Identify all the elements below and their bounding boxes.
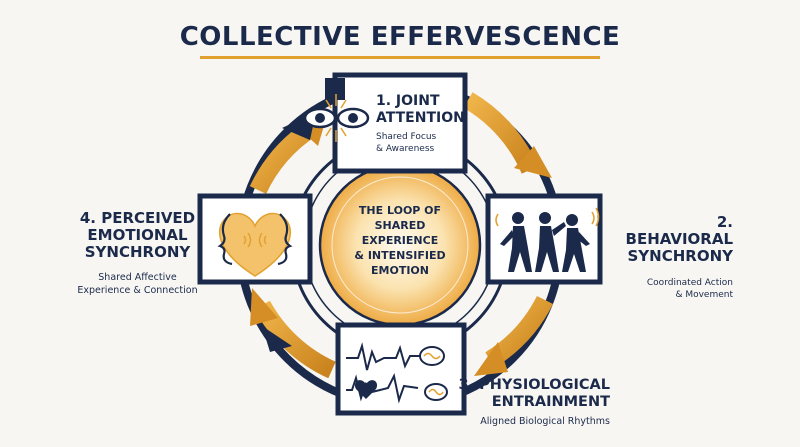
motion-lines [495, 207, 600, 227]
center-line-1: THE LOOP OF [358, 204, 442, 217]
center-line-3: & INTENSIFIED [354, 249, 446, 262]
center-line-2: SHARED EXPERIENCE [361, 219, 439, 247]
diagram-title: COLLECTIVE EFFERVESCENCE [179, 22, 621, 52]
stage-behavioral-synchrony-title: 2. BEHAVIORAL SYNCHRONY [608, 214, 733, 265]
center-line-4: EMOTION [371, 264, 429, 277]
title-underline [200, 56, 600, 59]
stage-behavioral-synchrony-text: 2. BEHAVIORAL SYNCHRONY Coordinated Acti… [608, 214, 733, 301]
eyes-icon [303, 94, 370, 142]
stage-title-line: 4. PERCEIVED [79, 209, 196, 227]
center-label: THE LOOP OF SHARED EXPERIENCE & INTENSIF… [335, 203, 465, 278]
arrow-head-2-to-3 [474, 342, 508, 376]
stage-title-line: ATTENTION [376, 110, 465, 126]
arrow-head-3-to-4 [250, 288, 278, 326]
stage-physiological-entrainment-text: 3. PHYSIOLOGICAL ENTRAINMENT Aligned Bio… [360, 377, 610, 428]
stage-behavioral-synchrony-subtitle: Coordinated Action & Movement [608, 277, 733, 301]
stage-perceived-emotional-synchrony-text: 4. PERCEIVED EMOTIONAL SYNCHRONY Shared … [60, 210, 215, 297]
stage-title-line: EMOTIONAL [87, 226, 188, 244]
stage-joint-attention-title: 1. JOINT ATTENTION [376, 93, 465, 127]
stage-subtitle-line: Coordinated Action [646, 278, 733, 288]
stage-title-line: 1. JOINT [376, 93, 440, 109]
stage-joint-attention-subtitle: Shared Focus & Awareness [376, 131, 456, 155]
arrow-head-1-to-2 [514, 146, 552, 178]
stage-subtitle-line: & Movement [675, 290, 733, 300]
stage-title-line: SYNCHRONY [627, 247, 734, 265]
heartbeat-brain-icon [346, 342, 448, 404]
stage-physiological-entrainment-panel [335, 322, 467, 416]
navy-accent-bottom-left [262, 326, 292, 352]
stage-behavioral-synchrony-panel [485, 193, 603, 285]
stage-joint-attention-text: 1. JOINT ATTENTION Shared Focus & Awaren… [376, 93, 465, 155]
stage-subtitle-line: Shared Affective [98, 272, 177, 283]
stage-title-line: 3. PHYSIOLOGICAL [458, 377, 610, 393]
stage-physiological-entrainment-title: 3. PHYSIOLOGICAL ENTRAINMENT [360, 377, 610, 411]
stage-physiological-entrainment-subtitle: Aligned Biological Rhythms [480, 416, 610, 427]
stage-title-line: SYNCHRONY [84, 243, 191, 261]
stage-joint-attention-panel [303, 72, 468, 174]
stage-perceived-emotional-synchrony-title: 4. PERCEIVED EMOTIONAL SYNCHRONY [60, 210, 215, 261]
stage-subtitle-line: Experience & Connection [77, 285, 198, 296]
stage-title-line: 2. BEHAVIORAL [625, 213, 733, 248]
heart-faces-icon [217, 212, 293, 277]
dancing-people-icon [500, 212, 590, 272]
stage-subtitle-line: & Awareness [376, 144, 435, 154]
stage-perceived-emotional-synchrony-panel [197, 193, 313, 285]
stage-perceived-emotional-synchrony-subtitle: Shared Affective Experience & Connection [60, 271, 215, 297]
stage-subtitle-line: Shared Focus [376, 132, 437, 142]
stage-title-line: ENTRAINMENT [491, 394, 610, 410]
